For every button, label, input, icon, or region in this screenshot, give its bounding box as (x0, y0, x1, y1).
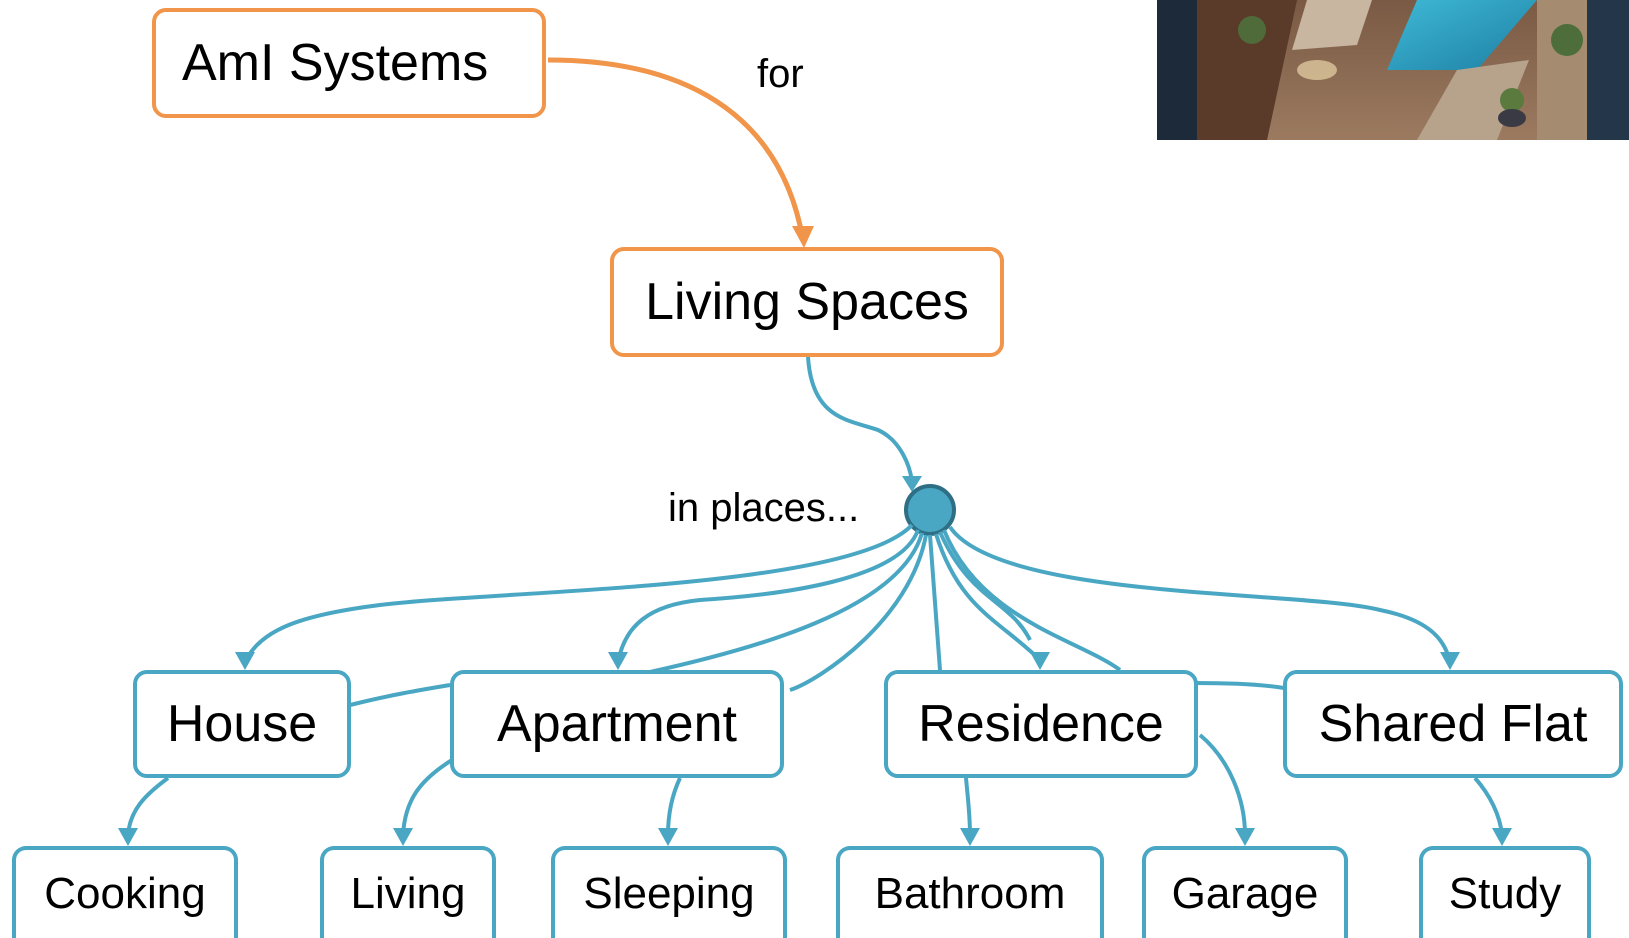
for-edge-label: for (757, 52, 804, 96)
hub-node (904, 484, 956, 536)
pool-courtyard-image (1157, 0, 1629, 140)
living-node: Living (320, 846, 496, 938)
bathroom-node: Bathroom (836, 846, 1104, 938)
cooking-node: Cooking (12, 846, 238, 938)
house-node: House (133, 670, 351, 778)
apartment-node: Apartment (450, 670, 784, 778)
in-places-edge-label: in places... (668, 486, 860, 530)
garage-node: Garage (1142, 846, 1348, 938)
pool-courtyard-photo (1157, 0, 1629, 140)
sleeping-node: Sleeping (551, 846, 787, 938)
arrowhead-living-spaces (792, 226, 814, 248)
hub-branches (243, 523, 1452, 707)
place-arrowheads (235, 652, 1460, 670)
edge-in-places (806, 356, 914, 483)
room-arrowheads (118, 828, 1512, 846)
edge-for (547, 57, 806, 241)
shared-flat-node: Shared Flat (1283, 670, 1623, 778)
arrowhead-hub (902, 476, 922, 492)
study-node: Study (1419, 846, 1591, 938)
aml-systems-node: AmI Systems (152, 8, 546, 118)
residence-node: Residence (884, 670, 1198, 778)
living-spaces-node: Living Spaces (610, 247, 1004, 357)
